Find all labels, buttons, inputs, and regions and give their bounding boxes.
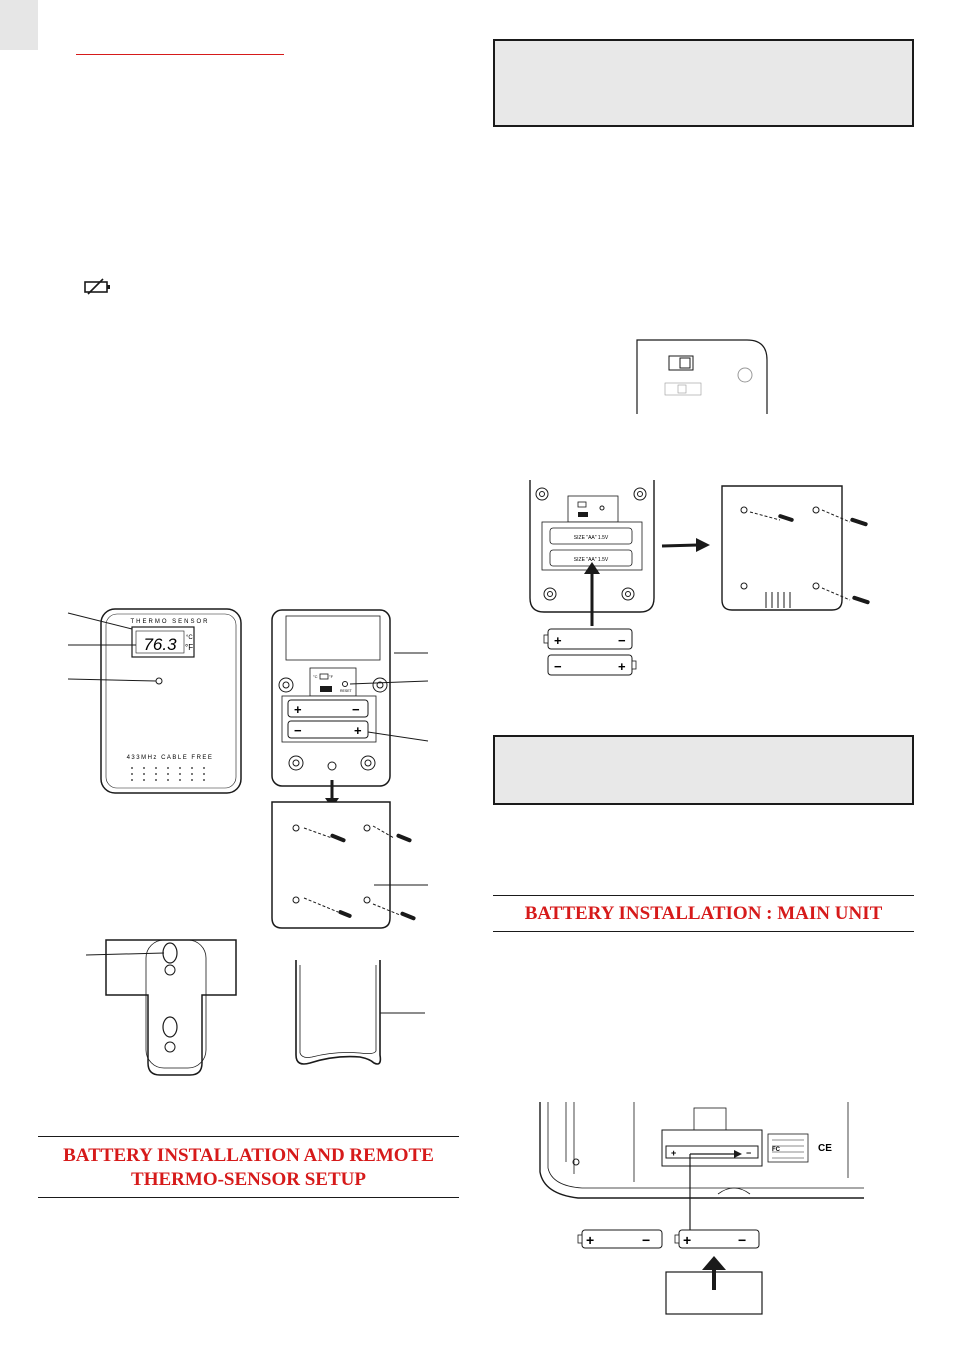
main-battery1-plus: + (586, 1232, 594, 1248)
sensor-cover-screws-illustration (721, 485, 870, 611)
battery-slash-icon (84, 278, 110, 295)
ce-mark: CE (818, 1143, 832, 1154)
heading-sensor-setup-line1: BATTERY INSTALLATION AND REMOTE (63, 1145, 434, 1166)
loose-battery2-minus: − (554, 659, 562, 674)
fc-mark: FC (772, 1147, 781, 1153)
loose-battery1-minus: − (618, 633, 626, 648)
loose-battery1-plus: + (554, 633, 562, 648)
arrow-right-icon (661, 538, 710, 552)
sensor-cover-illustration (271, 801, 428, 929)
wire-stand-illustration (295, 960, 425, 1065)
sensor-reading: 76.3 (143, 635, 177, 654)
wall-mount-bracket-illustration (85, 939, 237, 1076)
switch-c-label: °C (313, 674, 318, 679)
heading-sensor-setup: BATTERY INSTALLATION AND REMOTE THERMO-S… (38, 1136, 459, 1198)
sensor-battery1-minus: − (352, 702, 360, 717)
main-slot-plus: + (671, 1148, 676, 1158)
sensor-front-illustration: THERMO SENSOR 76.3 °C °F 433MHz CABLE FR… (67, 608, 242, 794)
main-battery1-minus: − (642, 1232, 650, 1248)
sensor-brand-text: THERMO SENSOR (130, 619, 209, 625)
battery-size-label-1: SIZE "AA" 1.5V (574, 535, 609, 541)
loose-battery2-plus: + (618, 659, 626, 674)
main-battery2-plus: + (683, 1232, 691, 1248)
main-battery2-minus: − (738, 1232, 746, 1248)
heading-main-unit: BATTERY INSTALLATION : MAIN UNIT (493, 895, 914, 932)
page-tab-marker (0, 0, 38, 50)
sensor-battery2-plus: + (354, 723, 362, 738)
sensor-frequency-text: 433MHz CABLE FREE (127, 755, 214, 761)
switch-closeup-illustration (636, 339, 768, 414)
note-box-top (493, 39, 914, 127)
section-underline (76, 54, 284, 55)
heading-sensor-setup-line2: THERMO-SENSOR SETUP (131, 1169, 366, 1190)
switch-f-label: °F (329, 674, 334, 679)
sensor-unit-f: °F (185, 643, 193, 652)
sensor-back-battery-illustration: SIZE "AA" 1.5V SIZE "AA" 1.5V (529, 480, 655, 626)
sensor-back-illustration: °C °F RESET + − − + (271, 609, 429, 787)
loose-batteries-illustration: + − − + (543, 628, 637, 676)
main-slot-minus: − (746, 1148, 751, 1158)
battery-size-label-2: SIZE "AA" 1.5V (574, 557, 609, 563)
reset-label: RESET (340, 689, 353, 693)
sensor-battery1-plus: + (294, 702, 302, 717)
sensor-unit-c: °C (186, 635, 193, 641)
note-box-middle (493, 735, 914, 805)
main-unit-bottom-illustration: + − FC CE + − + − (539, 1102, 864, 1315)
sensor-battery2-minus: − (294, 723, 302, 738)
